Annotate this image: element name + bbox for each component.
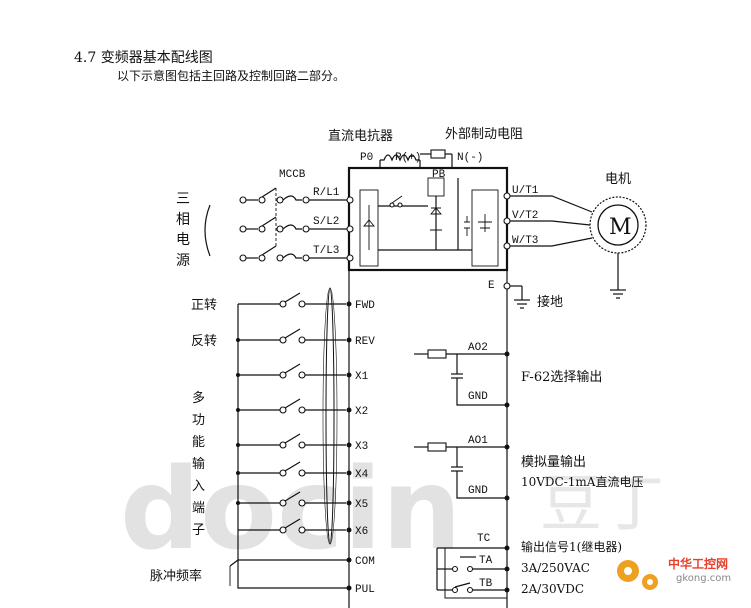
svg-text:子: 子 [192, 523, 205, 538]
terminal-pul: PUL [355, 584, 375, 596]
svg-text:功: 功 [192, 413, 205, 428]
control-terminal-labels: FWD REV X1 X2 X3 X4 X5 X6 COM PUL [355, 300, 375, 596]
svg-text:相: 相 [176, 212, 190, 228]
motor-symbol: M [589, 196, 647, 299]
terminal-r-l1: R/L1 [313, 187, 340, 199]
analog-output-ao1: AO1 GND 模拟量输出 10VDC-1mA直流电压 [414, 435, 643, 501]
svg-text:能: 能 [192, 435, 205, 450]
terminal-s-l2: S/L2 [313, 216, 339, 228]
terminal-w-t3: W/T3 [512, 235, 538, 247]
svg-text:三: 三 [176, 191, 190, 207]
terminal-fwd: FWD [355, 300, 375, 312]
control-row-x4 [238, 461, 346, 477]
three-phase-label: 三 相 电 源 [176, 191, 211, 269]
output-line-w: W/T3 [503, 235, 593, 250]
terminal-u-t1: U/T1 [512, 185, 539, 197]
analog-output-ao2: AO2 GND F-62选择输出 [414, 342, 602, 408]
control-row-rev [238, 328, 346, 344]
brake-resistor-label: 外部制动电阻 [445, 127, 523, 142]
terminal-tb: TB [479, 578, 493, 590]
ao1-description-2: 10VDC-1mA直流电压 [521, 475, 643, 489]
ground-terminal: E 接地 [488, 280, 563, 310]
reverse-label: 反转 [191, 334, 217, 349]
svg-text:电: 电 [176, 232, 190, 248]
relay-line-3: 2A/30VDC [521, 582, 584, 596]
gkong-site-url: gkong.com [676, 573, 731, 584]
terminal-x1: X1 [355, 371, 369, 383]
terminal-ta: TA [479, 555, 493, 567]
relay-line-1: 输出信号1(继电器) [521, 539, 622, 554]
terminal-p-plus: P(+) [395, 152, 421, 164]
output-line-v: V/T2 [503, 210, 591, 226]
terminal-tc: TC [477, 533, 491, 545]
forward-label: 正转 [191, 298, 217, 313]
multi-function-label: 多 功 能 输 入 端 子 [192, 390, 205, 538]
ground-label: 接地 [537, 294, 563, 310]
control-row-x2 [238, 398, 346, 414]
svg-text:源: 源 [176, 253, 190, 269]
terminal-e: E [488, 280, 495, 292]
terminal-x5: X5 [355, 499, 368, 511]
terminal-rev: REV [355, 336, 375, 348]
terminal-x6: X6 [355, 526, 368, 538]
control-terminal-dots [236, 301, 352, 591]
svg-text:入: 入 [192, 479, 205, 494]
svg-text:多: 多 [192, 390, 205, 406]
motor-label: 电机 [605, 172, 631, 187]
dc-reactor-label: 直流电抗器 [328, 129, 393, 144]
terminal-x4: X4 [355, 469, 369, 481]
svg-text:输: 输 [192, 456, 205, 472]
terminal-x2: X2 [355, 406, 368, 418]
terminal-com: COM [355, 556, 375, 568]
relay-output: TC TA TB 输出信号1(继电器) 3A/250VAC 2A/30VDC [436, 533, 622, 599]
gkong-site-cn: 中华工控网 [668, 556, 728, 571]
input-line-t: T/L3 [239, 245, 354, 262]
mccb-label: MCCB [279, 169, 306, 181]
dc-reactor-coil-symbol [379, 154, 421, 168]
terminal-v-t2: V/T2 [512, 210, 538, 222]
terminal-gnd-1: GND [468, 485, 488, 497]
ao2-description: F-62选择输出 [521, 369, 602, 385]
shielded-cable-symbol [322, 287, 338, 545]
control-row-x3 [238, 433, 346, 449]
control-row-x1 [238, 363, 346, 379]
ao1-description: 模拟量输出 [521, 454, 586, 470]
section-heading: 4.7 变频器基本配线图 [74, 49, 213, 66]
watermark: docin 豆丁 [120, 445, 664, 575]
section-subtitle: 以下示意图包括主回路及控制回路二部分。 [117, 68, 345, 83]
terminal-n-minus: N(-) [457, 152, 483, 164]
terminal-ao1: AO1 [468, 435, 488, 447]
terminal-ao2: AO2 [468, 342, 488, 354]
input-line-s: S/L2 [239, 216, 354, 233]
gkong-logo: 中华工控网 gkong.com [617, 556, 731, 590]
brake-resistor-symbol [420, 149, 453, 168]
control-row-x6 [238, 518, 346, 534]
watermark-text: docin [120, 445, 462, 575]
terminal-gnd-2: GND [468, 391, 488, 403]
terminal-p0: P0 [360, 152, 373, 164]
pul-line [229, 558, 349, 589]
svg-text:端: 端 [192, 501, 205, 516]
control-row-x5 [238, 491, 346, 507]
control-row-fwd [238, 292, 346, 308]
relay-line-2: 3A/250VAC [521, 561, 590, 575]
watermark-logo-cn: 豆丁 [540, 467, 664, 540]
terminal-x3: X3 [355, 441, 368, 453]
input-line-r: R/L1 [239, 187, 354, 204]
terminal-t-l3: T/L3 [313, 245, 339, 257]
motor-m-symbol: M [609, 215, 632, 240]
control-input-rows [238, 292, 346, 534]
output-line-u: U/T1 [503, 185, 593, 213]
pulse-frequency-label: 脉冲频率 [150, 568, 202, 584]
